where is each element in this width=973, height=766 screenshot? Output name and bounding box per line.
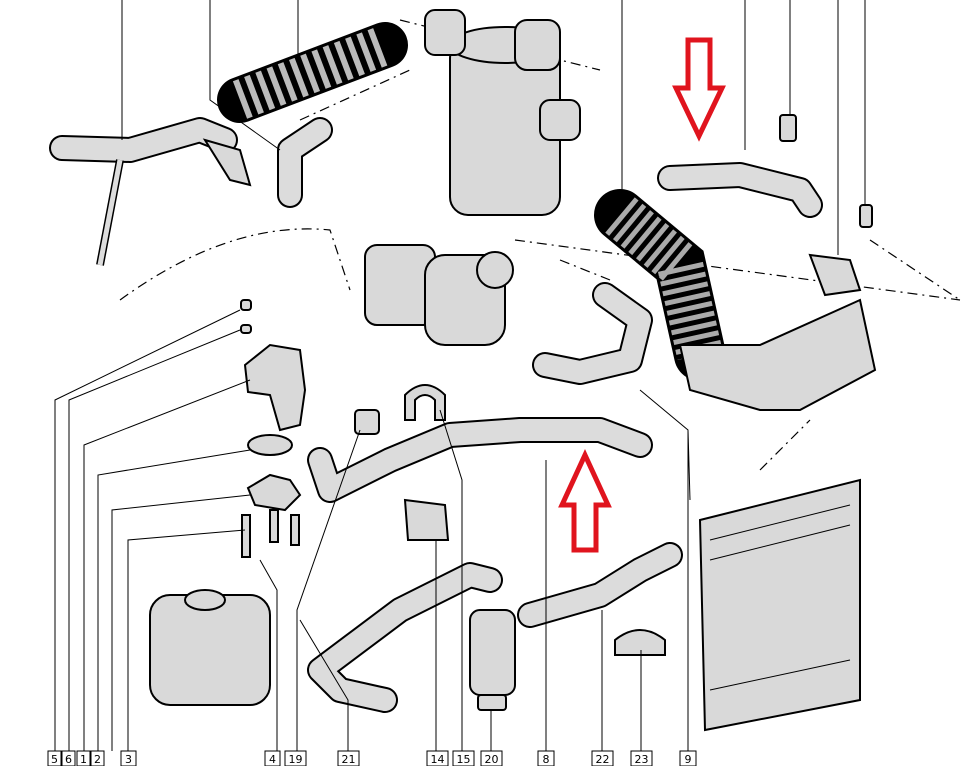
air-box	[678, 253, 877, 411]
thermostat-housing	[240, 299, 307, 558]
callout-label: 23	[635, 753, 649, 766]
callout-label: 14	[431, 753, 445, 766]
pump-outlet-hose	[517, 542, 683, 628]
intake-hose-center	[532, 282, 653, 385]
callout-label: 22	[596, 753, 610, 766]
up-arrow-icon	[558, 449, 612, 553]
callout-boxes: 5 6 1 2 3 4 19 21 14 15 20 8 22 23 9	[47, 750, 697, 766]
callout-label: 2	[94, 753, 101, 766]
main-coolant-hose	[307, 409, 653, 503]
callout-label: 19	[289, 753, 303, 766]
intercooler-hose-top-right	[657, 114, 873, 228]
callout-label: 1	[80, 753, 87, 766]
callout-label: 5	[51, 753, 58, 766]
intercooler-radiator	[698, 478, 861, 732]
carburettor-assembly	[149, 589, 271, 706]
lower-coolant-hose	[307, 562, 503, 713]
filter-housing	[424, 9, 581, 216]
callout-label: 21	[342, 753, 356, 766]
turbocharger-unit	[364, 244, 514, 346]
callout-label: 3	[125, 753, 132, 766]
callout-leader-lines	[54, 0, 866, 751]
hose-clips	[403, 384, 666, 656]
elbow-hose-upper	[277, 117, 333, 208]
callout-label: 8	[543, 753, 550, 766]
callout-label: 9	[685, 753, 692, 766]
corrugated-air-duct	[594, 189, 726, 381]
callout-label: 4	[269, 753, 276, 766]
coolant-pipe-top-left	[49, 117, 252, 266]
electric-water-pump	[469, 609, 516, 711]
corrugated-sleeve-top	[217, 22, 408, 123]
down-arrow-icon	[672, 37, 726, 142]
callout-label: 20	[485, 753, 499, 766]
callout-label: 6	[65, 753, 72, 766]
callout-label: 15	[457, 753, 471, 766]
